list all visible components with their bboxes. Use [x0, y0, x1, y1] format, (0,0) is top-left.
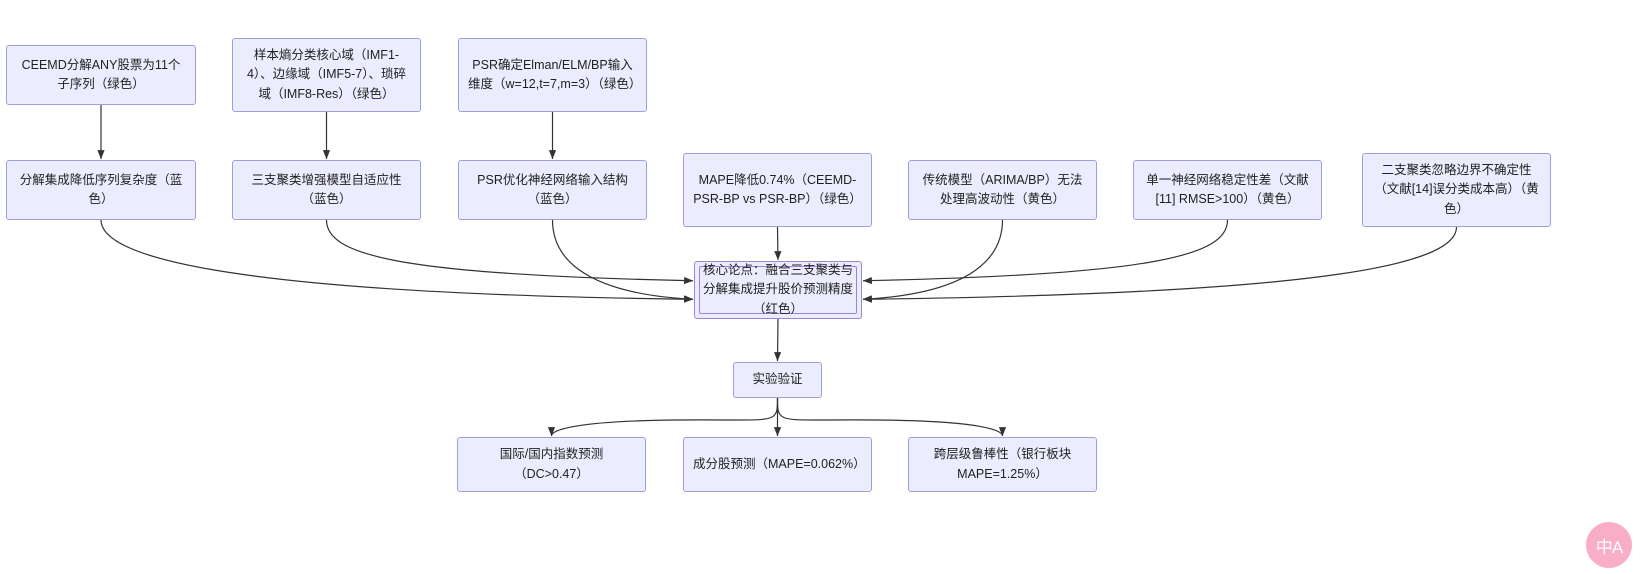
- edge-traditional-model-to-core-claim: [863, 220, 1003, 299]
- node-component-stock-label: 成分股预测（MAPE=0.062%）: [693, 455, 862, 474]
- node-psr-optimize-label: PSR优化神经网络输入结构（蓝色）: [468, 171, 637, 210]
- edge-two-way-cluster-to-core-claim: [863, 227, 1457, 299]
- node-component-stock[interactable]: 成分股预测（MAPE=0.062%）: [683, 437, 872, 492]
- edge-experiment-to-index-forecast: [552, 398, 778, 436]
- watermark-label: 中A: [1596, 533, 1622, 558]
- node-core-claim[interactable]: 核心论点：融合三支聚类与分解集成提升股价预测精度（红色）: [694, 261, 862, 319]
- node-psr-dim[interactable]: PSR确定Elman/ELM/BP输入维度（w=12,t=7,m=3）（绿色）: [458, 38, 647, 112]
- node-cross-level-robust-label: 跨层级鲁棒性（银行板块MAPE=1.25%）: [918, 445, 1087, 484]
- node-psr-optimize[interactable]: PSR优化神经网络输入结构（蓝色）: [458, 160, 647, 220]
- edge-single-nn-stability-to-core-claim: [863, 220, 1228, 281]
- edge-psr-optimize-to-core-claim: [553, 220, 694, 299]
- node-cross-level-robust[interactable]: 跨层级鲁棒性（银行板块MAPE=1.25%）: [908, 437, 1097, 492]
- node-traditional-model[interactable]: 传统模型（ARIMA/BP）无法处理高波动性（黄色）: [908, 160, 1097, 220]
- node-two-way-cluster-label: 二支聚类忽略边界不确定性（文献[14]误分类成本高）（黄色）: [1372, 161, 1541, 219]
- node-sample-entropy[interactable]: 样本熵分类核心域（IMF1-4）、边缘域（IMF5-7）、琐碎域（IMF8-Re…: [232, 38, 421, 112]
- node-mape-drop-label: MAPE降低0.74%（CEEMD-PSR-BP vs PSR-BP）（绿色）: [693, 171, 862, 210]
- edge-core-claim-to-experiment: [778, 319, 779, 361]
- edge-mape-drop-to-core-claim: [778, 227, 779, 260]
- node-decomp-complexity[interactable]: 分解集成降低序列复杂度（蓝色）: [6, 160, 196, 220]
- node-mape-drop[interactable]: MAPE降低0.74%（CEEMD-PSR-BP vs PSR-BP）（绿色）: [683, 153, 872, 227]
- node-single-nn-stability[interactable]: 单一神经网络稳定性差（文献[11] RMSE>100）（黄色）: [1133, 160, 1322, 220]
- node-traditional-model-label: 传统模型（ARIMA/BP）无法处理高波动性（黄色）: [918, 171, 1087, 210]
- node-index-forecast[interactable]: 国际/国内指数预测（DC>0.47）: [457, 437, 646, 492]
- node-sample-entropy-label: 样本熵分类核心域（IMF1-4）、边缘域（IMF5-7）、琐碎域（IMF8-Re…: [242, 46, 411, 104]
- node-ceemd-label: CEEMD分解ANY股票为11个子序列（绿色）: [16, 56, 186, 95]
- node-experiment-label: 实验验证: [743, 370, 812, 389]
- node-index-forecast-label: 国际/国内指数预测（DC>0.47）: [467, 445, 636, 484]
- edge-experiment-to-cross-level-robust: [778, 398, 1003, 436]
- node-three-way-adaptive-label: 三支聚类增强模型自适应性（蓝色）: [242, 171, 411, 210]
- edge-three-way-adaptive-to-core-claim: [327, 220, 694, 281]
- watermark-badge: 中A: [1586, 522, 1632, 568]
- node-ceemd[interactable]: CEEMD分解ANY股票为11个子序列（绿色）: [6, 45, 196, 105]
- node-three-way-adaptive[interactable]: 三支聚类增强模型自适应性（蓝色）: [232, 160, 421, 220]
- node-two-way-cluster[interactable]: 二支聚类忽略边界不确定性（文献[14]误分类成本高）（黄色）: [1362, 153, 1551, 227]
- node-single-nn-stability-label: 单一神经网络稳定性差（文献[11] RMSE>100）（黄色）: [1143, 171, 1312, 210]
- node-decomp-complexity-label: 分解集成降低序列复杂度（蓝色）: [16, 171, 186, 210]
- edge-decomp-complexity-to-core-claim: [101, 220, 693, 299]
- node-core-claim-inner: 核心论点：融合三支聚类与分解集成提升股价预测精度（红色）: [699, 266, 857, 314]
- node-experiment[interactable]: 实验验证: [733, 362, 822, 398]
- node-core-claim-label: 核心论点：融合三支聚类与分解集成提升股价预测精度（红色）: [700, 261, 856, 319]
- node-psr-dim-label: PSR确定Elman/ELM/BP输入维度（w=12,t=7,m=3）（绿色）: [468, 56, 637, 95]
